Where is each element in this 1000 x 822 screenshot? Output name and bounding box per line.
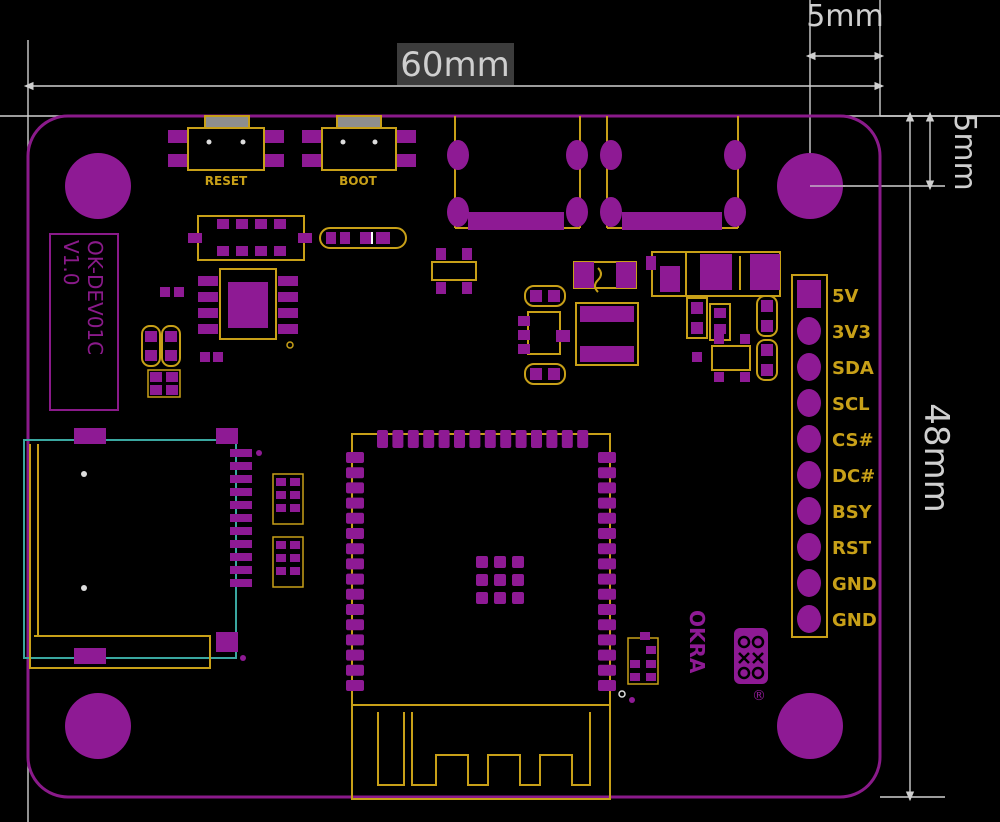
width-label-highlight: [397, 43, 514, 85]
module-pad: [598, 588, 616, 600]
module-pad: [346, 604, 364, 615]
qfn-chip: [160, 268, 298, 362]
module-pad: [346, 573, 364, 585]
power-components: [518, 251, 781, 385]
module-pad: [346, 452, 364, 463]
pin-header: [791, 274, 828, 638]
module-pad: [346, 664, 364, 676]
module-pad: [515, 430, 527, 448]
pin-labels: 5V 3V3 SDA SCL CS# DC# BSY RST GND GND: [832, 286, 877, 631]
module-pad: [598, 573, 616, 585]
module-pad: [346, 558, 364, 570]
module-pad: [561, 430, 573, 448]
module-pad: [598, 482, 616, 494]
board-version-label: V1.0: [59, 240, 83, 286]
regulator-cluster: [686, 295, 778, 382]
module-pad: [423, 430, 435, 448]
mounting-hole-top-left: [65, 153, 131, 219]
module-pad: [598, 649, 616, 661]
width-dimension-label: 60mm: [400, 45, 510, 85]
boot-label: BOOT: [339, 174, 378, 188]
registered-mark: ®: [752, 688, 766, 704]
pin-label-2: 3V3: [832, 322, 871, 343]
module-pad: [454, 430, 465, 448]
module-pad: [469, 430, 481, 448]
board-name-label: OK-DEV01C: [83, 240, 107, 355]
sd-card-slot: [23, 428, 262, 669]
module-pad: [346, 497, 364, 509]
module-ground-pads: [476, 556, 524, 604]
module-pad: [598, 452, 616, 463]
module-pad: [598, 604, 616, 615]
module-pad: [598, 619, 616, 631]
passive-components-top: [188, 215, 407, 261]
reset-button-footprint: RESET: [168, 115, 284, 188]
module-pad: [598, 558, 616, 570]
pin-label-1: 5V: [832, 286, 859, 307]
module-pad: [346, 634, 364, 646]
small-resistors-logo: [627, 632, 659, 685]
module-pad: [598, 634, 616, 646]
module-pad: [598, 512, 616, 524]
capacitors-left: [141, 325, 181, 398]
module-pad: [346, 543, 364, 555]
mounting-holes: [65, 153, 843, 759]
module-pad: [346, 482, 364, 494]
pin-label-6: DC#: [832, 466, 875, 487]
brand-label: OKRA: [685, 610, 709, 674]
module-pad: [407, 430, 419, 448]
reset-label: RESET: [205, 174, 248, 188]
wifi-module: [346, 430, 635, 800]
module-pad: [346, 588, 364, 600]
module-pad: [500, 430, 512, 448]
resistor-array: [272, 473, 304, 588]
module-pad: [598, 664, 616, 676]
module-pad: [346, 680, 364, 691]
mounting-hole-bottom-right: [777, 693, 843, 759]
module-pad: [346, 528, 364, 539]
module-pad: [392, 430, 404, 448]
module-pad: [346, 619, 364, 631]
pin-label-9: GND: [832, 574, 877, 595]
module-pad: [598, 497, 616, 509]
module-pad: [577, 430, 589, 448]
height-dimension-label: 48mm: [916, 403, 956, 513]
module-pad: [346, 512, 364, 524]
boot-button-footprint: BOOT: [302, 115, 416, 188]
module-pad: [377, 430, 388, 448]
hole-offset-y-label: 5mm: [947, 113, 982, 191]
module-pad: [598, 467, 616, 479]
module-pad: [598, 543, 616, 555]
usb-connector-right: [600, 116, 746, 230]
pin-label-7: BSY: [832, 502, 873, 523]
brand-logo: OKRA ®: [685, 610, 768, 704]
hole-offset-x-label: 5mm: [806, 0, 884, 34]
usb-connector-left: [447, 116, 588, 230]
mounting-hole-bottom-left: [65, 693, 131, 759]
pin-label-8: RST: [832, 538, 872, 559]
pin-label-10: GND: [832, 610, 877, 631]
module-pad: [484, 430, 496, 448]
pin-label-5: CS#: [832, 430, 874, 451]
pin-label-4: SCL: [832, 394, 870, 415]
module-pad: [346, 649, 364, 661]
module-pad: [531, 430, 542, 448]
module-pad: [346, 467, 364, 479]
sot-component-mid: [431, 248, 477, 294]
module-pad: [546, 430, 558, 448]
pin-label-3: SDA: [832, 358, 874, 379]
module-pad: [438, 430, 450, 448]
board-label-block: OK-DEV01C V1.0: [49, 233, 119, 411]
module-pad: [598, 528, 616, 539]
module-pad: [598, 680, 616, 691]
